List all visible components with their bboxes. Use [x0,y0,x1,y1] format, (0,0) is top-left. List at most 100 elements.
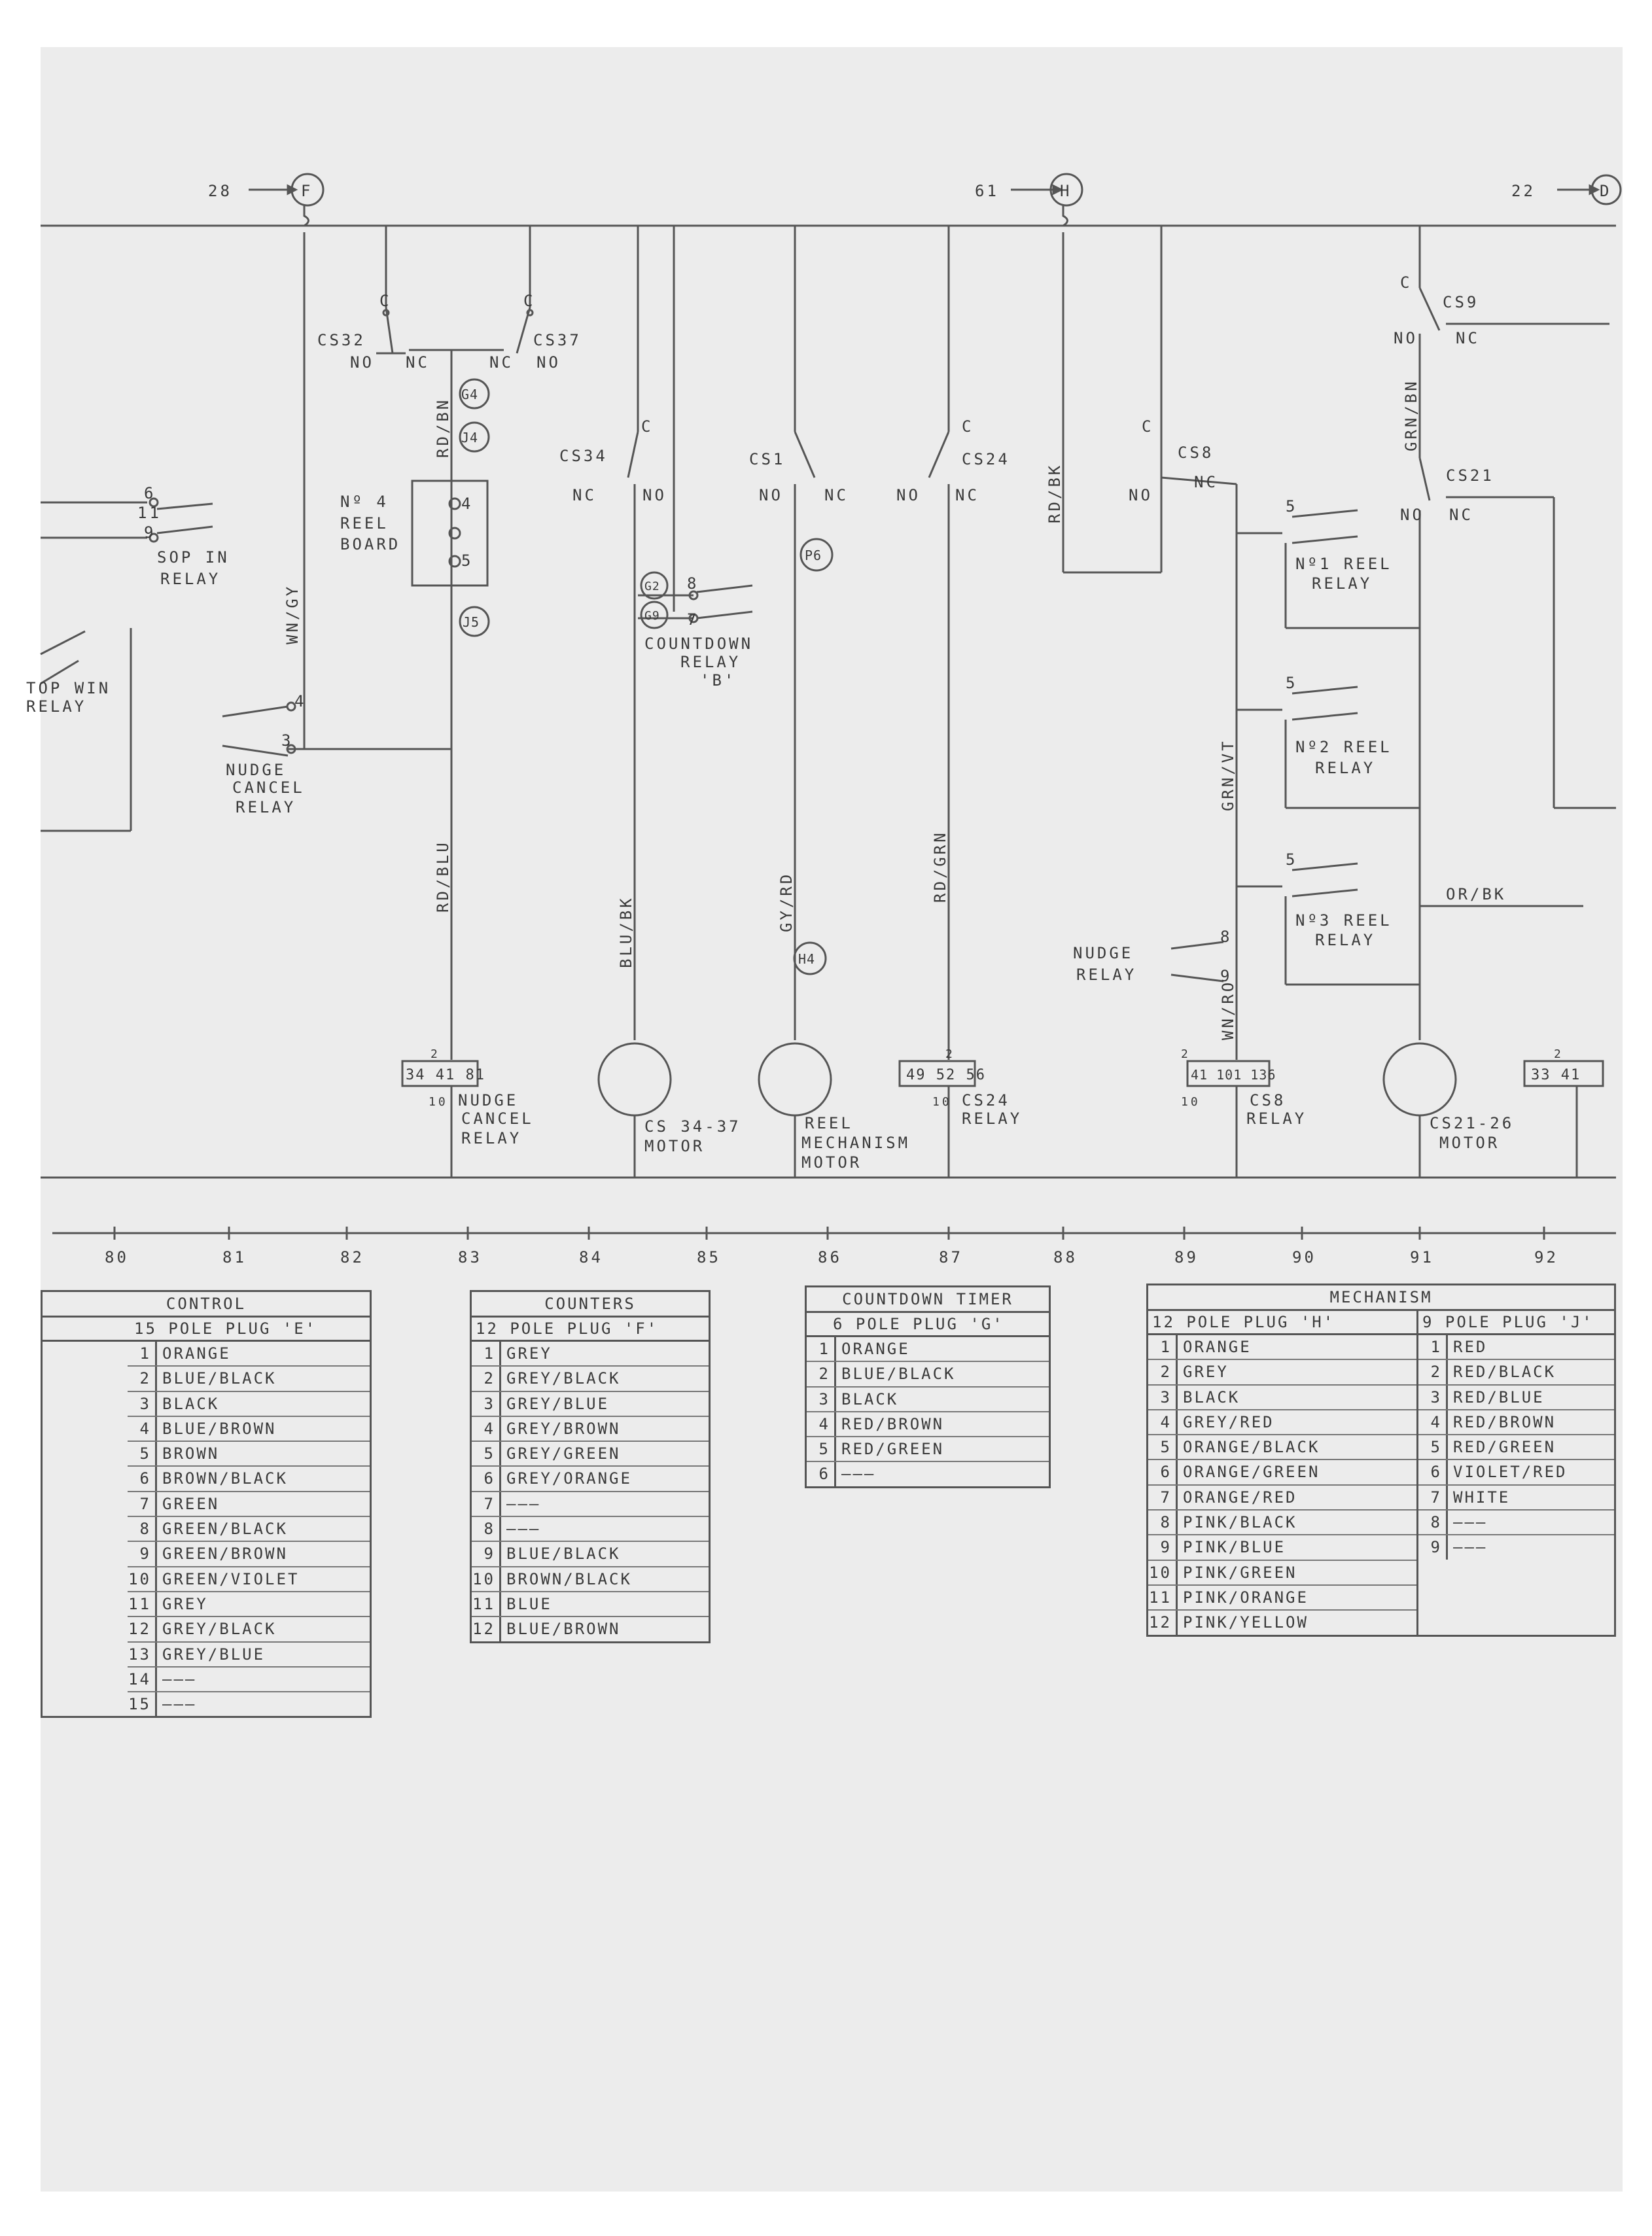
wire-rdbk: RD/BK [1046,463,1064,523]
counters-pin-number: 3 [472,1391,501,1416]
nudge-cancel-pin-4: 4 [294,692,306,710]
ruler-80: 80 [105,1248,129,1266]
top-win-relay [40,628,132,832]
plug-1-label-l1: NUDGE [458,1091,518,1109]
reel-board-pin-5: 5 [461,551,473,570]
mechanism-h-wire-color: ORANGE/BLACK [1183,1438,1320,1457]
mechanism-j-row: 9——— [1418,1535,1614,1560]
mechanism-j-wire-color: VIOLET/RED [1453,1463,1568,1482]
control-pin-number: 4 [128,1416,157,1441]
counters-pin-number: 11 [472,1592,501,1616]
label-c-cs8: C [1142,417,1153,436]
counters-pin-number: 6 [472,1467,501,1491]
control-wire-color: ——— [162,1669,197,1688]
nudge-cancel-l2: CANCEL [232,778,305,797]
switch-cs1 [794,226,816,1040]
counters-table-header: 12 POLE PLUG 'F' [472,1318,709,1342]
ruler-85: 85 [697,1248,721,1266]
plug-pin-2-b: 2 [945,1047,955,1061]
countdown-wire-color: BLUE/BLACK [841,1365,956,1384]
control-wire-color: GREEN/BROWN [162,1545,288,1563]
label-no-cs9: NO [1394,329,1418,347]
countdown-wire-color: ——— [841,1465,876,1484]
motor-cs21-l1: CS21-26 [1430,1114,1514,1132]
control-table-title: CONTROL [43,1292,370,1318]
bubble-g9-text: G9 [644,609,660,623]
mechanism-h-pin-number: 12 [1148,1611,1178,1635]
switch-cs9-cs21 [1418,226,1616,1040]
control-wire-color: GREY/BLACK [162,1620,277,1639]
nudge-relay [1170,941,1224,983]
plug-2-label-l1: CS24 [962,1091,1010,1109]
mechanism-h-pin-number: 11 [1148,1585,1178,1610]
stop-win-l2: RELAY [160,570,220,588]
bubble-h4 [793,941,827,975]
mechanism-h-wire-color: PINK/ORANGE [1183,1588,1309,1607]
countdown-relay-l2: RELAY [680,653,741,671]
control-wire-color: BROWN [162,1444,220,1463]
control-pin-number: 10 [128,1567,157,1591]
label-cs9: CS9 [1443,293,1479,311]
reel-relay-2-l1: Nº2 REEL [1295,738,1392,756]
control-wire-color: GREY/BLUE [162,1645,266,1664]
motor-reel-l3: MOTOR [801,1153,862,1172]
countdown-relay-l1: COUNTDOWN [644,635,753,653]
control-pin-number: 11 [128,1592,157,1616]
control-wire-color: BLUE/BLACK [162,1369,277,1388]
mechanism-h-row: 1 ORANGE [1148,1335,1416,1361]
terminal-f-letter: F [301,182,313,200]
label-no-cs24: NO [896,486,921,504]
control-pin-number: 9 [128,1542,157,1566]
terminal-d-letter: D [1600,182,1611,200]
countdown-row: 6——— [807,1462,1049,1486]
reel-board-l3: BOARD [340,535,400,553]
plug-pin-2-c: 2 [1181,1047,1191,1061]
reel-relay-2-l2: RELAY [1315,759,1375,777]
mechanism-h-pin-number: 1 [1148,1335,1178,1359]
label-cs37: CS37 [533,331,582,349]
mechanism-h-wire-color: ORANGE [1183,1338,1252,1356]
mechanism-h-wire-color: PINK/BLACK [1183,1513,1297,1532]
bubble-j4 [459,421,490,453]
control-wire-color: BLACK [162,1394,220,1413]
reel-board-box [411,480,489,587]
counters-pin-number: 10 [472,1567,501,1591]
wire-rdbn: RD/BN [434,398,452,458]
plug-3-label-l2: RELAY [1246,1109,1307,1128]
label-nc-cs21: NC [1449,506,1473,524]
label-cs1: CS1 [749,450,785,468]
mechanism-j-pin-number: 6 [1418,1460,1448,1484]
control-pin-number: 14 [128,1667,157,1692]
mechanism-j-pin-number: 5 [1418,1435,1448,1459]
wire-blubk: BLU/BK [617,896,635,968]
nudge-relay-l2: RELAY [1076,966,1136,984]
mechanism-j-pin-number: 1 [1418,1335,1448,1359]
bubble-j4-text: J4 [461,430,478,445]
ruler-83: 83 [458,1248,482,1266]
counters-wire-color: GREY [506,1344,552,1363]
mechanism-h-wire-color: GREY [1183,1363,1229,1382]
counters-wire-color: BROWN/BLACK [506,1569,632,1588]
ruler-ticks [113,1227,1545,1240]
bubble-g9 [640,601,669,629]
control-pin-number: 13 [128,1642,157,1666]
control-pin-number: 2 [128,1367,157,1391]
control-wire-color: GREEN/VIOLET [162,1569,300,1588]
motor-reel-l2: MECHANISM [801,1134,910,1152]
mechanism-j-pin-number: 2 [1418,1360,1448,1384]
ruler-84: 84 [579,1248,603,1266]
stop-win-pin-6: 6 [144,484,156,502]
